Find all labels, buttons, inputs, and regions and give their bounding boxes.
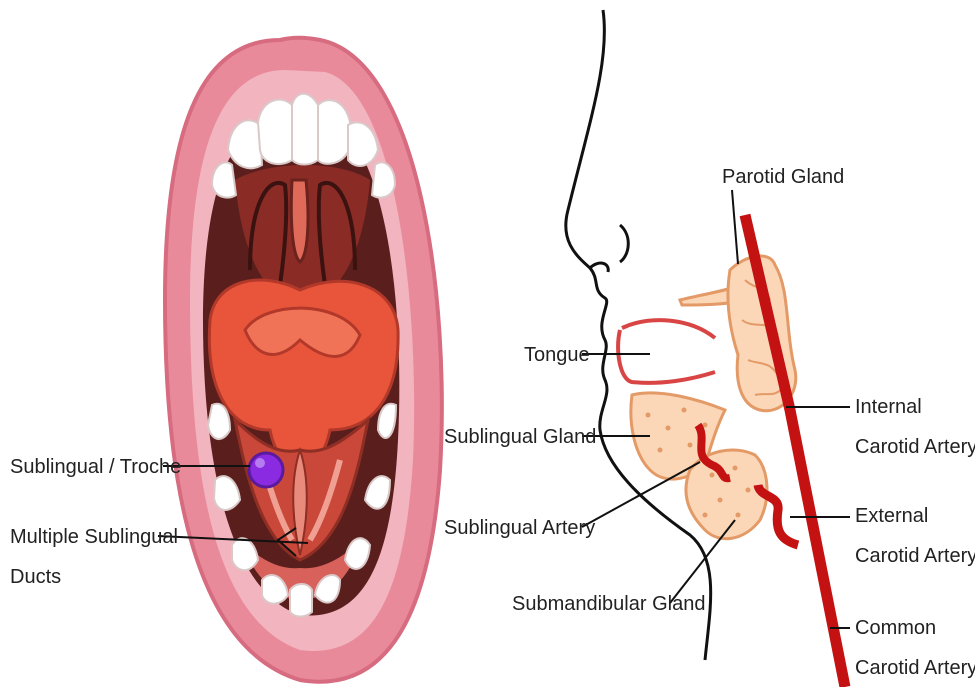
salivary-gland-illustration: Parotid Gland Tongue Sublingual Gland Su… bbox=[444, 10, 975, 687]
label-common-carotid-line2: Carotid Artery bbox=[855, 657, 975, 679]
submandibular-leader-line bbox=[670, 520, 735, 603]
troche-pill bbox=[249, 453, 283, 487]
sublingual-artery-leader-line bbox=[582, 462, 700, 527]
label-sublingual-gland: Sublingual Gland bbox=[444, 426, 596, 448]
tongue-side bbox=[618, 320, 715, 383]
open-mouth-illustration: Sublingual / Troche Multiple Sublingual … bbox=[10, 38, 442, 682]
nostril-curve bbox=[620, 225, 628, 262]
label-external-carotid-line2: Carotid Artery bbox=[855, 545, 975, 567]
label-submandibular-gland: Submandibular Gland bbox=[512, 593, 705, 615]
label-internal-carotid-line2: Carotid Artery bbox=[855, 436, 975, 458]
label-multiple-ducts-line1: Multiple Sublingual bbox=[10, 526, 178, 548]
label-sublingual-artery: Sublingual Artery bbox=[444, 517, 595, 539]
label-external-carotid-line1: External bbox=[855, 505, 928, 527]
common-internal-carotid-artery bbox=[745, 215, 845, 687]
label-parotid-gland: Parotid Gland bbox=[722, 166, 844, 188]
parotid-leader-line bbox=[732, 190, 738, 264]
label-internal-carotid-line1: Internal bbox=[855, 396, 922, 418]
label-common-carotid-line1: Common bbox=[855, 617, 936, 639]
label-sublingual-troche: Sublingual / Troche bbox=[10, 456, 181, 478]
label-tongue: Tongue bbox=[524, 344, 590, 366]
uvula bbox=[291, 180, 308, 262]
label-multiple-ducts-line2: Ducts bbox=[10, 566, 61, 588]
external-carotid-artery bbox=[758, 485, 798, 545]
face-profile-outline bbox=[566, 10, 711, 660]
troche-highlight bbox=[255, 458, 265, 468]
